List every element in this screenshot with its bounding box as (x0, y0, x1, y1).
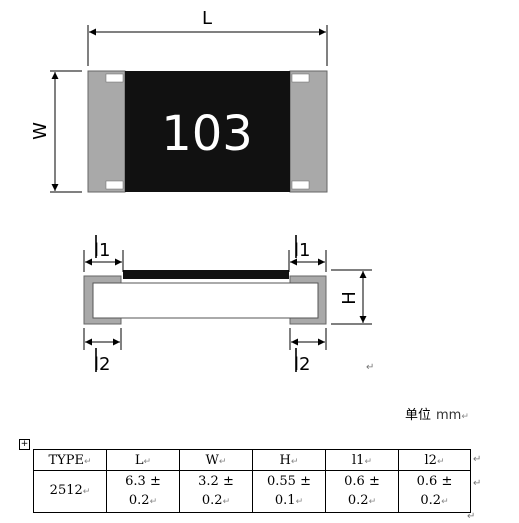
side-substrate (92, 282, 319, 319)
header-l2: l2↵ (398, 449, 471, 471)
cell-type: 2512↵ (33, 470, 107, 513)
cell-l1: 0.6 ± 0.2↵ (325, 470, 399, 513)
header-l: L↵ (106, 449, 180, 471)
cell-l: 6.3 ± 0.2↵ (106, 470, 180, 513)
resistor-body (125, 71, 290, 192)
l1-right-label: l1 (294, 240, 310, 261)
header-type: TYPE↵ (33, 449, 107, 471)
unit-line: 单位 mm↵ (405, 404, 469, 424)
paragraph-mark: ↵ (467, 511, 476, 522)
paragraph-mark: ↵ (461, 412, 469, 422)
left-terminal (87, 70, 126, 193)
right-terminal (289, 70, 328, 193)
row-end-mark: ↵ (473, 454, 482, 465)
l2-right-label: l2 (294, 354, 310, 375)
top-right-pad (291, 73, 310, 83)
header-w: W↵ (179, 449, 253, 471)
paragraph-mark: ↵ (366, 362, 375, 373)
unit-value: mm (436, 408, 462, 423)
dimension-table: TYPE↵ L↵ W↵ H↵ l1↵ l2↵ 2512↵ 6.3 ± 0.2↵ … (33, 449, 471, 513)
bottom-right-pad (291, 180, 310, 190)
side-resistive-layer (123, 270, 289, 279)
table-move-handle[interactable]: + (19, 439, 30, 450)
top-left-pad (105, 73, 124, 83)
unit-label: 单位 (405, 408, 432, 423)
header-l1: l1↵ (325, 449, 399, 471)
table-header-row: TYPE↵ L↵ W↵ H↵ l1↵ l2↵ (33, 449, 471, 471)
resistor-marking: 103 (161, 106, 253, 162)
header-h: H↵ (252, 449, 326, 471)
top-view: 103 L W (30, 8, 328, 193)
cell-w: 3.2 ± 0.2↵ (179, 470, 253, 513)
cell-h: 0.55 ± 0.1↵ (252, 470, 326, 513)
row-end-mark: ↵ (473, 478, 482, 489)
cell-l2: 0.6 ± 0.2↵ (398, 470, 471, 513)
length-label: L (202, 8, 212, 29)
resistor-dimension-drawing: 103 L W l1 l1 l2 (30, 8, 372, 375)
side-view: l1 l1 l2 l2 H (83, 235, 372, 375)
height-label: H (339, 291, 360, 305)
bottom-left-pad (105, 180, 124, 190)
l2-left-label: l2 (94, 354, 110, 375)
width-label: W (30, 122, 51, 140)
l1-left-label: l1 (94, 240, 110, 261)
table-row: 2512↵ 6.3 ± 0.2↵ 3.2 ± 0.2↵ 0.55 ± 0.1↵ … (33, 470, 471, 513)
